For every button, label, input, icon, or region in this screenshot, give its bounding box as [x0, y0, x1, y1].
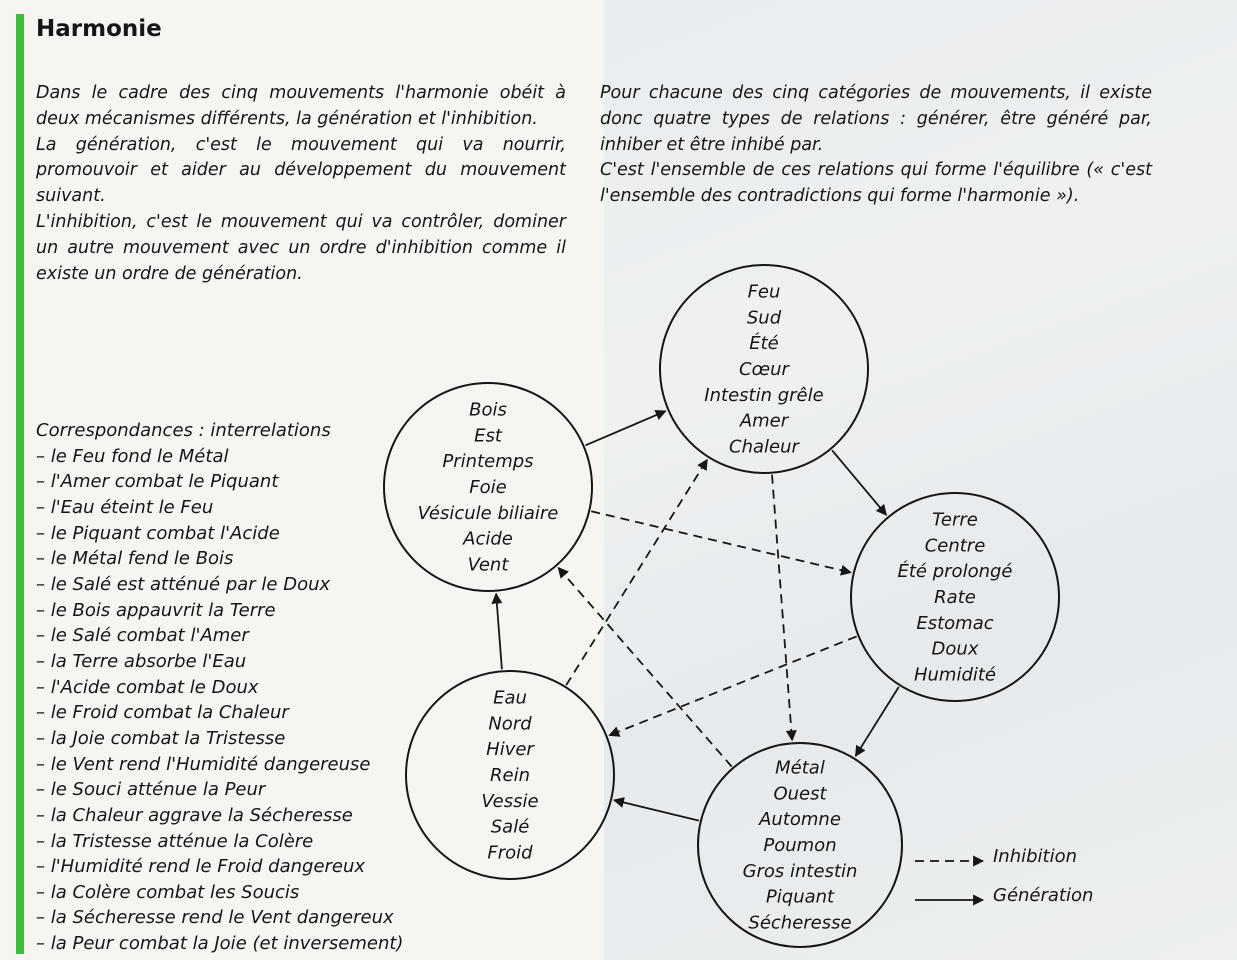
element-label-eau: Rein	[490, 765, 530, 786]
element-label-terre: Estomac	[916, 613, 993, 634]
correspondence-item: – le Salé est atténué par le Doux	[36, 573, 331, 595]
element-label-bois: Vésicule biliaire	[418, 503, 559, 524]
correspondence-item: – le Feu fond le Métal	[36, 445, 229, 467]
correspondence-item: – le Bois appauvrit la Terre	[36, 599, 276, 621]
correspondences-section: Correspondances : interrelations – le Fe…	[36, 418, 426, 957]
element-label-eau: Salé	[491, 817, 530, 838]
element-label-metal: Poumon	[763, 835, 836, 856]
correspondence-item: – l'Acide combat le Doux	[36, 676, 259, 698]
element-circle-feu	[659, 264, 869, 474]
intro-left-paragraph: Dans le cadre des cinq mouvements l'harm…	[36, 83, 566, 129]
intro-left-paragraph: La génération, c'est le mouvement qui va…	[36, 134, 566, 207]
element-circle-bois	[383, 382, 593, 592]
element-label-feu: Feu	[748, 282, 781, 303]
correspondences-list: – le Feu fond le Métal – l'Amer combat l…	[36, 444, 426, 957]
element-label-metal: Gros intestin	[743, 861, 858, 882]
correspondence-item: – le Froid combat la Chaleur	[36, 702, 289, 724]
generation-arrow-metal-to-eau	[612, 797, 700, 822]
page-title: Harmonie	[36, 16, 162, 42]
element-label-metal: Ouest	[773, 783, 827, 804]
element-label-feu: Intestin grêle	[704, 385, 823, 406]
correspondence-item: – l'Humidité rend le Froid dangereux	[36, 856, 366, 878]
intro-right-paragraph: C'est l'ensemble de ces relations qui fo…	[600, 160, 1152, 207]
element-label-metal: Automne	[758, 809, 841, 830]
correspondence-item: – l'Amer combat le Piquant	[36, 471, 279, 493]
correspondence-item: – la Chaleur aggrave la Sécheresse	[36, 804, 353, 826]
generation-arrow-feu-to-terre	[831, 449, 888, 516]
element-circle-metal	[697, 742, 903, 948]
element-label-eau: Vessie	[481, 791, 538, 812]
legend-generation-label: Génération	[993, 885, 1094, 906]
legend-inhibition-label: Inhibition	[993, 846, 1078, 867]
inhibition-arrow-bois-to-terre	[590, 510, 852, 576]
element-label-bois: Est	[474, 425, 503, 446]
correspondence-item: – le Souci atténue la Peur	[36, 779, 266, 801]
element-label-bois: Bois	[469, 400, 507, 421]
element-label-metal: Métal	[775, 758, 825, 779]
correspondence-item: – le Métal fend le Bois	[36, 548, 234, 570]
generation-arrow-terre-to-metal	[854, 686, 900, 757]
element-label-feu: Sud	[747, 307, 782, 328]
correspondence-item: – l'Eau éteint le Feu	[36, 496, 214, 518]
element-label-bois: Vent	[468, 554, 510, 575]
element-label-terre: Été prolongé	[898, 560, 1013, 582]
intro-right-text: Pour chacune des cinq catégories de mouv…	[600, 81, 1152, 210]
intro-right-paragraph: Pour chacune des cinq catégories de mouv…	[600, 83, 1152, 155]
correspondence-item: – la Joie combat la Tristesse	[36, 727, 286, 749]
element-circle-terre	[850, 492, 1060, 702]
element-label-bois: Acide	[462, 529, 513, 550]
generation-arrow-bois-to-feu	[585, 409, 667, 447]
legend-arrows	[915, 855, 985, 906]
element-label-eau: Eau	[493, 688, 527, 709]
element-label-terre: Terre	[932, 510, 978, 531]
inhibition-arrow-terre-to-eau	[608, 635, 857, 737]
inhibition-arrow-eau-to-feu	[565, 458, 708, 686]
element-label-terre: Centre	[925, 535, 986, 556]
inhibition-arrow-metal-to-bois	[557, 566, 733, 768]
element-label-bois: Printemps	[442, 451, 533, 472]
element-label-terre: Humidité	[914, 664, 996, 685]
element-label-eau: Hiver	[486, 739, 535, 760]
inhibition-arrow-feu-to-metal	[771, 474, 797, 742]
element-circle-eau	[405, 670, 615, 880]
correspondence-item: – la Peur combat la Joie (et inversement…	[36, 933, 404, 955]
element-label-metal: Piquant	[766, 887, 835, 908]
correspondence-item: – la Colère combat les Soucis	[36, 881, 300, 903]
element-label-feu: Amer	[739, 411, 790, 432]
accent-bar	[16, 14, 24, 954]
element-label-terre: Rate	[934, 587, 976, 608]
element-label-eau: Nord	[488, 713, 532, 734]
element-label-terre: Doux	[932, 639, 979, 660]
generation-arrow-eau-to-bois	[491, 592, 503, 670]
element-label-feu: Été	[749, 332, 779, 354]
correspondence-item: – la Sécheresse rend le Vent dangereux	[36, 907, 394, 929]
element-label-eau: Froid	[487, 842, 533, 863]
intro-left-paragraph: L'inhibition, c'est le mouvement qui va …	[36, 211, 566, 284]
correspondence-item: – le Vent rend l'Humidité dangereuse	[36, 753, 371, 775]
correspondence-item: – le Piquant combat l'Acide	[36, 522, 280, 544]
element-label-feu: Chaleur	[729, 436, 800, 457]
correspondences-heading: Correspondances : interrelations	[36, 420, 331, 441]
diagram-arrows	[491, 409, 900, 822]
correspondence-item: – la Terre absorbe l'Eau	[36, 650, 247, 672]
correspondence-item: – la Tristesse atténue la Colère	[36, 830, 314, 852]
element-label-metal: Sécheresse	[748, 912, 851, 933]
intro-left-text: Dans le cadre des cinq mouvements l'harm…	[36, 81, 566, 287]
element-label-feu: Cœur	[739, 359, 790, 380]
element-label-bois: Foie	[469, 477, 506, 498]
correspondence-item: – le Salé combat l'Amer	[36, 625, 249, 647]
